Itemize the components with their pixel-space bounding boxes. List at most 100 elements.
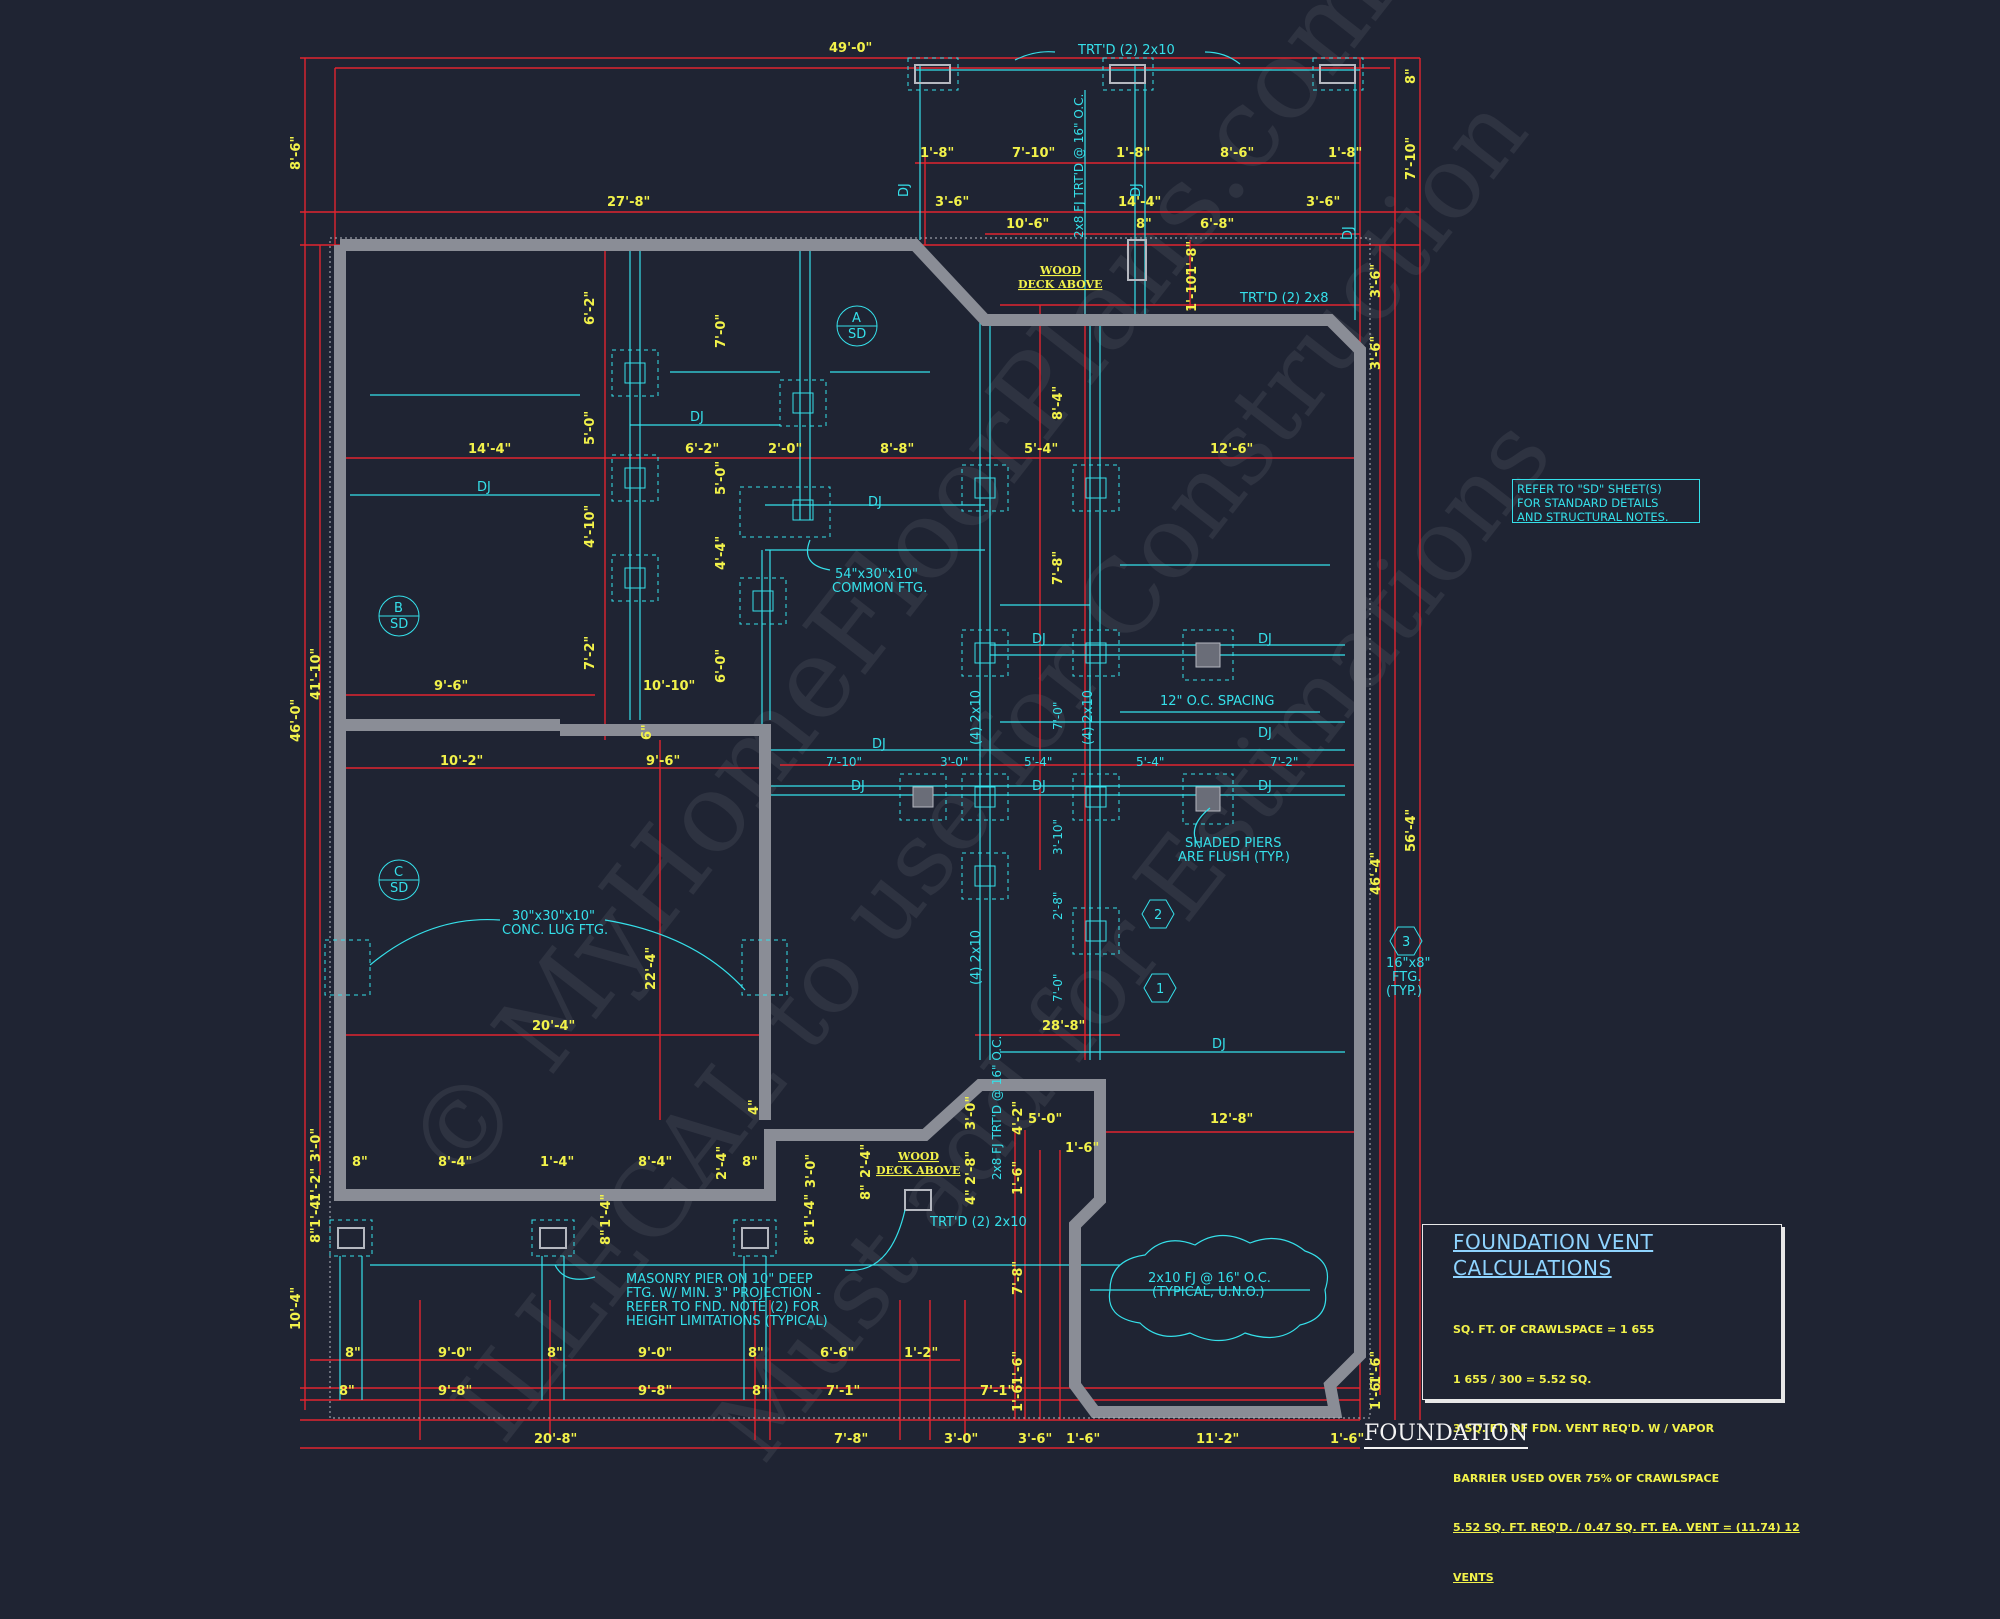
dim-label: 3'-6" (935, 195, 969, 210)
dim-label: 1'-6" (1369, 1351, 1384, 1385)
dj-label: DJ (1258, 726, 1272, 741)
dim-label: 8" (345, 1346, 361, 1361)
dim-label: 3'-0" (944, 1432, 978, 1447)
vent-calc-title: FOUNDATION VENT CALCULATIONS (1453, 1229, 1653, 1281)
tag-1: 1 (1156, 982, 1164, 997)
dim-label: 3'-10" (1051, 819, 1065, 855)
note-trtd-bottom: TRT'D (2) 2x10 (929, 1215, 1027, 1230)
dim-label: 8" (352, 1155, 368, 1170)
masonry-pier-3: REFER TO FND. NOTE (2) FOR (626, 1300, 819, 1315)
foundation-plan-drawing: TRT'D (2) 2x10 TRT'D (2) 2x8 TRT'D (2) 2… (289, 41, 1430, 1449)
dim-label: 41'-10" (309, 648, 324, 700)
dj-label: DJ (1032, 779, 1046, 794)
ftg-16x8-1: 16"x8" (1386, 956, 1430, 971)
dim-label: 7'-0" (1051, 702, 1065, 730)
dim-label: 27'-8" (607, 195, 650, 210)
dj-label: DJ (897, 183, 912, 197)
dim-label: 4" (964, 1189, 979, 1205)
dim-label: 4'-2" (1011, 1101, 1026, 1135)
dim-label: 3'-6" (1306, 195, 1340, 210)
dim-label: 9'-6" (434, 679, 468, 694)
refer-sd-note: REFER TO "SD" SHEET(S) FOR STANDARD DETA… (1512, 479, 1700, 524)
dim-label: 5'-4" (1024, 442, 1058, 457)
masonry-pier-1: MASONRY PIER ON 10" DEEP (626, 1272, 813, 1287)
dim-label: 8" (339, 1384, 355, 1399)
dj-label: DJ (851, 779, 865, 794)
dim-label: 6'-2" (583, 291, 598, 325)
tag-2: 2 (1154, 908, 1162, 923)
dim-label: 8" (1136, 217, 1152, 232)
tag-3: 3 (1402, 935, 1410, 950)
dim-label: 8'-8" (880, 442, 914, 457)
dim-label: 8'-6" (1220, 146, 1254, 161)
wood-deck-bottom-1: WOOD (897, 1150, 940, 1163)
vent-calc-title-line-2: CALCULATIONS (1453, 1256, 1612, 1280)
note-trtd-top: TRT'D (2) 2x10 (1077, 43, 1175, 58)
section-b-sheet: SD (390, 617, 408, 632)
wood-deck-bottom-2: DECK ABOVE (876, 1164, 960, 1177)
dim-label: 1'-6" (1011, 1378, 1026, 1412)
dim-label: 6'-6" (820, 1346, 854, 1361)
dim-label: 46'-4" (1369, 852, 1384, 895)
dim-label: 20'-8" (534, 1432, 577, 1447)
dim-label: 10'-10" (643, 679, 695, 694)
dj-label: DJ (1341, 226, 1356, 240)
dim-label: 9'-0" (638, 1346, 672, 1361)
dim-label: 8" (742, 1155, 758, 1170)
refer-line-2: FOR STANDARD DETAILS (1517, 496, 1659, 510)
plan-title: FOUNDATION (1364, 1421, 1529, 1449)
masonry-pier-2: FTG. W/ MIN. 3" PROJECTION - (626, 1286, 821, 1301)
dim-label: 9'-6" (646, 754, 680, 769)
dim-label: 3'-0" (940, 755, 968, 769)
dim-label: 2'-8" (964, 1151, 979, 1185)
dim-label: 2'-8" (1051, 892, 1065, 920)
dim-label: 56'-4" (1404, 809, 1419, 852)
dim-label: 6'-8" (1200, 217, 1234, 232)
dim-label: 14'-4" (468, 442, 511, 457)
dim-label: 20'-4" (532, 1019, 575, 1034)
dim-label: 46'-0" (289, 699, 304, 742)
dim-label: 1'-6" (1369, 1376, 1384, 1410)
dim-label: 1'-4" (540, 1155, 574, 1170)
dj-label: DJ (1258, 632, 1272, 647)
section-markers (378, 305, 1423, 1003)
dim-label: 1'-6" (1330, 1432, 1364, 1447)
shaded-piers-1: SHADED PIERS (1185, 836, 1281, 851)
dim-label: 6'-0" (714, 649, 729, 683)
dim-label: 3'-0" (309, 1128, 324, 1162)
section-c-sheet: SD (390, 881, 408, 896)
dim-label: 3'-0" (804, 1154, 819, 1188)
dj-label: DJ (477, 480, 491, 495)
dim-label: 8" (748, 1346, 764, 1361)
refer-line-3: AND STRUCTURAL NOTES. (1517, 510, 1669, 524)
dim-label: 5'-0" (1028, 1112, 1062, 1127)
dim-label: 12'-6" (1210, 442, 1253, 457)
masonry-pier-4: HEIGHT LIMITATIONS (TYPICAL) (626, 1314, 828, 1329)
section-c-letter: C (394, 865, 403, 880)
joist-note-cloud (1108, 1234, 1329, 1342)
beams-and-joists (350, 65, 1360, 1291)
dim-label: 7'-10" (826, 755, 862, 769)
dimension-labels: 49'-0" 27'-8" 1'-8" 7'-10" 1'-8" 8'-6" 1… (289, 41, 1419, 1447)
dim-label: 8" (547, 1346, 563, 1361)
dim-label: 10'-2" (440, 754, 483, 769)
dim-label: 1'-8" (920, 146, 954, 161)
vent-calc-lines: SQ. FT. OF CRAWLSPACE = 1 655 1 655 / 30… (1453, 1289, 1800, 1619)
wood-deck-top-1: WOOD (1039, 264, 1082, 277)
note-fj-top: 2x8 FJ TRT'D @ 16" O.C. (1072, 94, 1086, 238)
fj-cloud-1: 2x10 FJ @ 16" O.C. (1148, 1271, 1271, 1286)
dim-label: 4'-4" (714, 536, 729, 570)
dim-label: 9'-8" (638, 1384, 672, 1399)
dim-label: 7'-2" (583, 636, 598, 670)
common-ftg-1: 54"x30"x10" (835, 567, 918, 582)
section-a-letter: A (852, 311, 861, 326)
dim-label: 7'-8" (834, 1432, 868, 1447)
joist-label: (4) 2x10 (969, 930, 984, 985)
vent-calc-title-line-1: FOUNDATION VENT (1453, 1230, 1654, 1254)
dim-label: 8'-6" (289, 136, 304, 170)
dim-label: 2'-0" (768, 442, 802, 457)
dim-label: 5'-0" (583, 411, 598, 445)
dim-label: 6'-2" (685, 442, 719, 457)
spacing-note: 12" O.C. SPACING (1160, 694, 1274, 709)
wood-deck-top-2: DECK ABOVE (1018, 278, 1102, 291)
